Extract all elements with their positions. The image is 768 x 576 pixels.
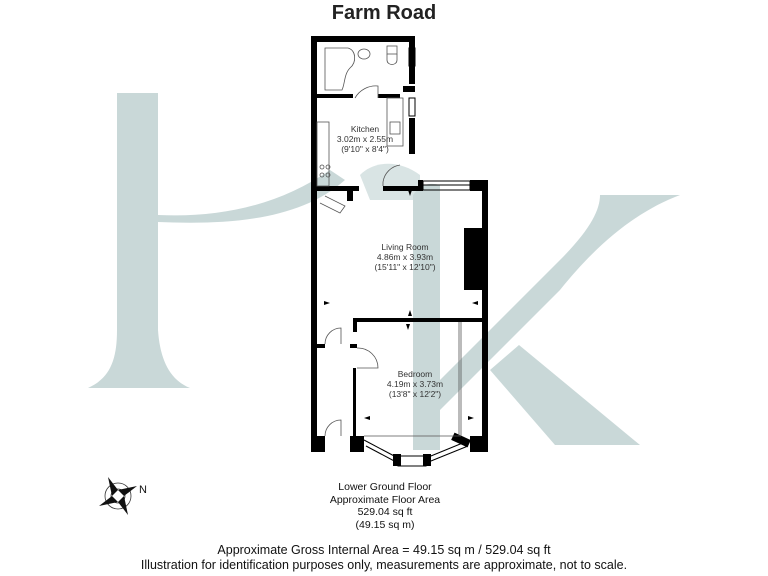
- disclaimer-text: Illustration for identification purposes…: [140, 558, 628, 572]
- room-kitchen: Kitchen 3.02m x 2.55m (9'10" x 8'4"): [330, 124, 400, 154]
- gross-area-text: Approximate Gross Internal Area = 49.15 …: [217, 543, 551, 557]
- room-name: Kitchen: [350, 124, 380, 134]
- compass-north-label: N: [139, 484, 147, 496]
- room-metric: 3.02m x 2.55m: [336, 134, 394, 144]
- compass-rose-icon: [99, 477, 137, 515]
- room-metric: 4.86m x 3.93m: [376, 252, 434, 262]
- room-imperial: (13'8" x 12'2"): [388, 389, 442, 399]
- room-metric: 4.19m x 3.73m: [386, 379, 444, 389]
- room-living: Living Room 4.86m x 3.93m (15'11" x 12'1…: [355, 242, 455, 272]
- walls: [311, 36, 488, 452]
- room-bedroom: Bedroom 4.19m x 3.73m (13'8" x 12'2"): [370, 369, 460, 399]
- floor-name: Lower Ground Floor: [338, 481, 432, 493]
- room-name: Living Room: [381, 242, 429, 252]
- room-imperial: (15'11" x 12'10"): [374, 262, 436, 272]
- page-title: Farm Road: [331, 2, 437, 24]
- floor-area-label: Approximate Floor Area: [329, 493, 441, 506]
- room-name: Bedroom: [397, 369, 433, 379]
- floor-area-sqm: (49.15 sq m): [355, 518, 415, 531]
- fixtures: [316, 45, 462, 437]
- floor-area-sqft: 529.04 sq ft: [357, 506, 413, 518]
- floor-summary: Lower Ground Floor Approximate Floor Are…: [290, 481, 480, 531]
- room-imperial: (9'10" x 8'4"): [341, 144, 389, 154]
